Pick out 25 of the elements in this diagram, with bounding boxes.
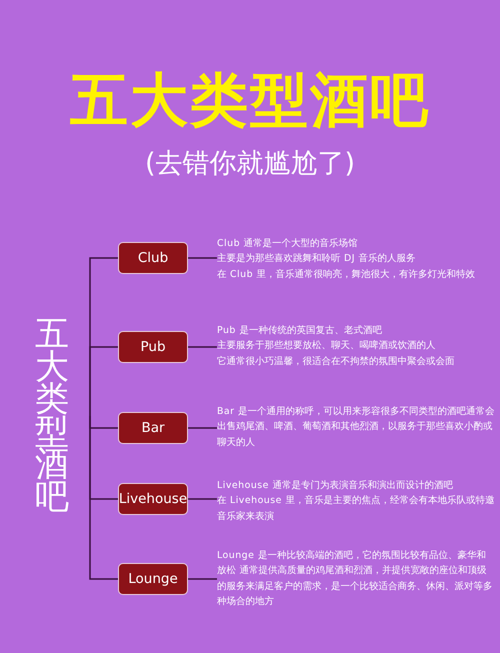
- description-text: 主要是为那些喜欢跳舞和聆听 DJ 音乐的人服务: [217, 252, 416, 266]
- connector-line: [188, 257, 217, 259]
- connector-line: [188, 346, 217, 348]
- description-text: 在 Livehouse 里，音乐是主要的焦点，经常会有本地乐队或特邀音乐家来表演: [217, 494, 495, 524]
- connector-line: [89, 346, 118, 416]
- description-text: Livehouse 通常是专门为表演音乐和演出而设计的酒吧: [217, 479, 454, 493]
- category-box: Bar: [118, 412, 188, 444]
- category-box: Pub: [118, 331, 188, 363]
- description-text: Club 通常是一个大型的音乐场馆: [217, 237, 359, 251]
- description-text: Bar 是一个通用的称呼，可以用来形容很多不同类型的酒吧通常会出售鸡尾酒、啤酒、葡萄酒和其他烈酒，以服务于那些喜欢小酌或聊天的人: [217, 405, 495, 450]
- category-box: Lounge: [118, 563, 188, 595]
- connector-line: [89, 416, 118, 580]
- title: 五大类型酒吧: [69, 65, 431, 136]
- vertical-heading: 五大类型酒吧: [30, 318, 90, 514]
- subtitle: (去错你就尴尬了): [144, 147, 356, 181]
- description-text: Pub 是一种传统的英国复古、老式酒吧: [217, 324, 383, 338]
- description-text: 主要服务于那些想要放松、聊天、喝啤酒或饮酒的人: [217, 339, 436, 354]
- category-box: Club: [118, 242, 188, 274]
- description-text: Lounge 是一种比较高端的酒吧，它的氛围比较有品位、豪华和放松 通常提供高质量的鸡尾酒和烈酒，并提供宽敞的座位和顶级的服务来满足客户的需求，是一个比较适合商务、休闲、派对等多种场合的地方: [217, 549, 494, 609]
- description-text: 它通常很小巧温馨，很适合在不拘禁的氛围中聚会或会面: [217, 354, 456, 369]
- connector-line: [188, 427, 217, 429]
- description-text: 在 Club 里，音乐通常很响亮，舞池很大，有许多灯光和特效: [217, 268, 476, 282]
- connector-line: [188, 578, 217, 580]
- category-box: Livehouse: [118, 483, 188, 515]
- connector-line: [188, 498, 217, 500]
